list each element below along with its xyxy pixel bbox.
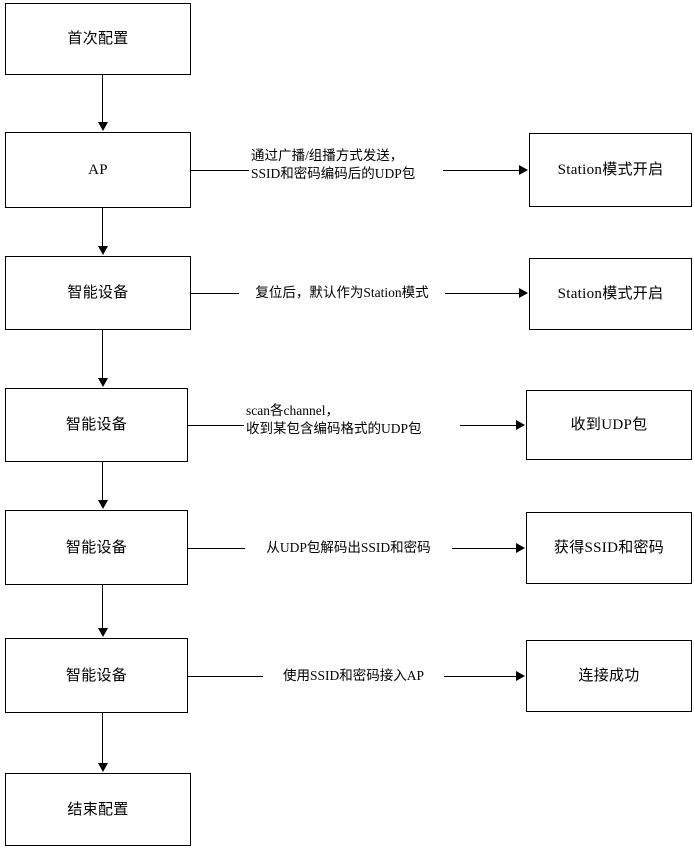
node-result-3[interactable]: 收到UDP包 (526, 390, 692, 460)
node-device-3-label: 智能设备 (65, 539, 128, 556)
node-result-4-label: 获得SSID和密码 (553, 540, 665, 556)
arrowhead-device-2-to-device-3 (98, 500, 108, 509)
edge-label-device-4-to-result-5-text: 使用SSID和密码接入AP (282, 668, 425, 683)
node-device-2[interactable]: 智能设备 (5, 388, 188, 462)
arrowhead-device-3-to-result-4 (516, 543, 525, 553)
node-ap-label: AP (88, 162, 108, 178)
node-ap[interactable]: AP (5, 132, 191, 208)
edge-label-device-2-to-result-3-line-2: 收到某包含编码格式的UDP包 (246, 421, 422, 437)
arrowhead-device-2-to-result-3 (516, 420, 525, 430)
arrowhead-device-1-to-result-2 (519, 288, 528, 298)
connector-start-to-ap (102, 75, 103, 123)
arrowhead-ap-to-result-1 (519, 165, 528, 175)
connector-ap-to-device-1 (102, 208, 103, 247)
connector-device-4-to-end (102, 713, 103, 764)
edge-label-ap-to-result-1-line-2: SSID和密码编码后的UDP包 (251, 166, 416, 182)
arrowhead-device-4-to-end (98, 763, 108, 772)
connector-device-4-to-result-5-left (188, 676, 263, 677)
node-device-4[interactable]: 智能设备 (5, 638, 188, 713)
node-result-3-label: 收到UDP包 (570, 417, 648, 433)
connector-device-1-to-result-2-right (441, 293, 520, 294)
node-start[interactable]: 首次配置 (5, 3, 191, 75)
edge-label-device-3-to-result-4: 从UDP包解码出SSID和密码 (245, 539, 452, 558)
connector-device-2-to-device-3 (102, 462, 103, 501)
node-result-1-label: Station模式开启 (557, 162, 664, 178)
node-result-5[interactable]: 连接成功 (526, 640, 692, 712)
edge-label-ap-to-result-1-line-1: 通过广播/组播方式发送， (251, 148, 404, 163)
node-device-1-label: 智能设备 (67, 285, 129, 301)
arrowhead-ap-to-device-1 (98, 246, 108, 255)
node-device-3[interactable]: 智能设备 (5, 510, 188, 585)
edge-label-ap-to-result-1: 通过广播/组播方式发送， SSID和密码编码后的UDP包 (249, 147, 443, 184)
connector-device-3-to-device-4 (102, 585, 103, 629)
connector-device-4-to-result-5-right (440, 676, 517, 677)
node-device-4-label: 智能设备 (65, 667, 128, 684)
node-end[interactable]: 结束配置 (5, 773, 191, 846)
node-device-1[interactable]: 智能设备 (5, 256, 191, 330)
node-result-5-label: 连接成功 (578, 668, 640, 684)
connector-device-3-to-result-4-right (448, 548, 517, 549)
arrowhead-device-3-to-device-4 (98, 628, 108, 637)
connector-ap-to-result-1-right (436, 170, 520, 171)
node-end-label: 结束配置 (67, 801, 129, 818)
arrowhead-device-1-to-device-2 (98, 378, 108, 387)
arrowhead-start-to-ap (98, 122, 108, 131)
arrowhead-device-4-to-result-5 (516, 671, 525, 681)
edge-label-device-4-to-result-5: 使用SSID和密码接入AP (263, 667, 444, 686)
edge-label-device-3-to-result-4-text: 从UDP包解码出SSID和密码 (266, 540, 431, 555)
edge-label-device-2-to-result-3: scan各channel， 收到某包含编码格式的UDP包 (244, 402, 460, 439)
node-result-1[interactable]: Station模式开启 (529, 133, 692, 207)
node-result-2[interactable]: Station模式开启 (529, 258, 692, 330)
edge-label-device-1-to-result-2: 复位后，默认作为Station模式 (239, 284, 445, 303)
node-result-4[interactable]: 获得SSID和密码 (526, 512, 692, 584)
edge-label-device-1-to-result-2-text: 复位后，默认作为Station模式 (255, 285, 429, 300)
connector-device-1-to-result-2-left (191, 293, 239, 294)
node-device-2-label: 智能设备 (65, 417, 128, 433)
node-result-2-label: Station模式开启 (557, 286, 664, 302)
node-start-label: 首次配置 (67, 31, 129, 47)
connector-device-3-to-result-4-left (188, 548, 245, 549)
connector-device-2-to-result-3-right (455, 425, 517, 426)
edge-label-device-2-to-result-3-line-1: scan各channel， (246, 403, 339, 418)
connector-device-2-to-result-3-left (188, 425, 244, 426)
connector-device-1-to-device-2 (102, 330, 103, 379)
connector-ap-to-result-1-left (191, 170, 249, 171)
